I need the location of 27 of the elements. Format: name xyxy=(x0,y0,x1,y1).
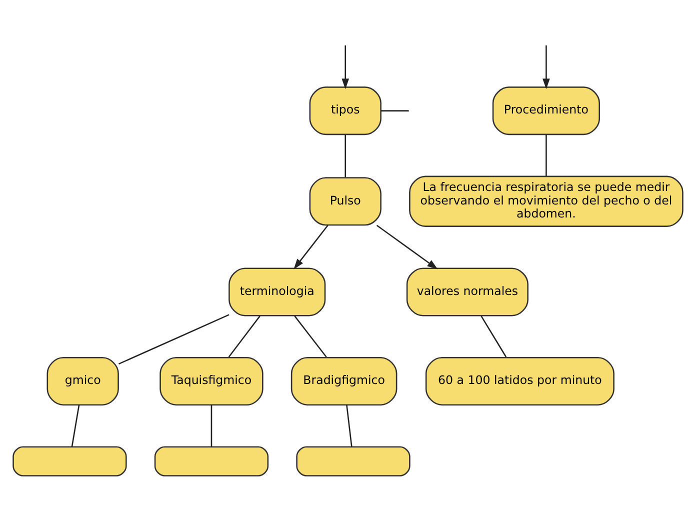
node-box: terminologia xyxy=(228,268,326,316)
node-box: La frecuencia respiratoria se puede medir observando el movimiento del pecho o del abdomen. xyxy=(409,176,684,227)
node-box: Bradigfigmico xyxy=(290,356,398,406)
node-box: Pulso xyxy=(309,177,382,226)
connector xyxy=(228,316,260,358)
arrow xyxy=(376,224,438,270)
node-box xyxy=(154,446,269,476)
node-box: Taquisfigmico xyxy=(160,356,264,406)
connector xyxy=(71,404,80,447)
connector xyxy=(546,134,547,176)
node-box: gmico xyxy=(46,356,119,406)
connector xyxy=(346,404,352,447)
connector xyxy=(344,134,346,178)
arrow xyxy=(294,224,328,270)
node-box: Procedimiento xyxy=(492,86,600,136)
node-box: valores normales xyxy=(406,268,528,316)
node-box xyxy=(296,446,410,476)
arrow xyxy=(542,45,550,90)
connector xyxy=(294,316,327,358)
node-box: 60 a 100 latidos por minuto xyxy=(425,356,614,406)
connector xyxy=(381,110,409,112)
arrow xyxy=(342,45,350,90)
connector xyxy=(480,316,507,358)
connector xyxy=(118,314,230,365)
node-box xyxy=(12,446,127,476)
node-box: tipos xyxy=(309,86,382,136)
connector xyxy=(210,404,212,447)
